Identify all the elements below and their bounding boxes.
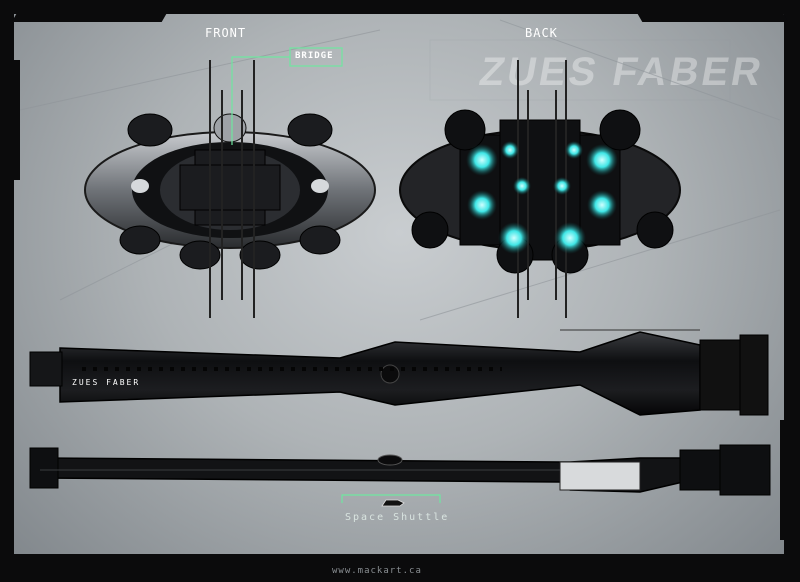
bridge-callout [231, 47, 343, 145]
side-view-top-ship [29, 329, 769, 416]
frame-notch-top-left [11, 14, 167, 22]
frame-right [784, 0, 800, 582]
front-view-label: FRONT [205, 26, 247, 40]
frame-notch-top-right [637, 14, 789, 22]
frame-bottom [0, 554, 800, 582]
shuttle-callout [341, 494, 441, 507]
frame-notch-right [780, 420, 786, 540]
ship-name-label: ZUES FABER [72, 378, 141, 387]
bridge-label: BRIDGE [295, 51, 334, 61]
front-view-ship [84, 60, 376, 318]
engine-glows [466, 141, 618, 254]
porthole-row [82, 367, 502, 371]
back-view-ship [399, 60, 681, 318]
footer-url[interactable]: www.mackart.ca [332, 566, 422, 576]
space-shuttle-label: Space Shuttle [345, 512, 450, 523]
side-view-bottom-ship [29, 444, 771, 496]
back-view-label: BACK [525, 26, 558, 40]
frame-left [0, 0, 14, 582]
frame-notch-left [14, 60, 20, 180]
frame-top [0, 0, 800, 14]
